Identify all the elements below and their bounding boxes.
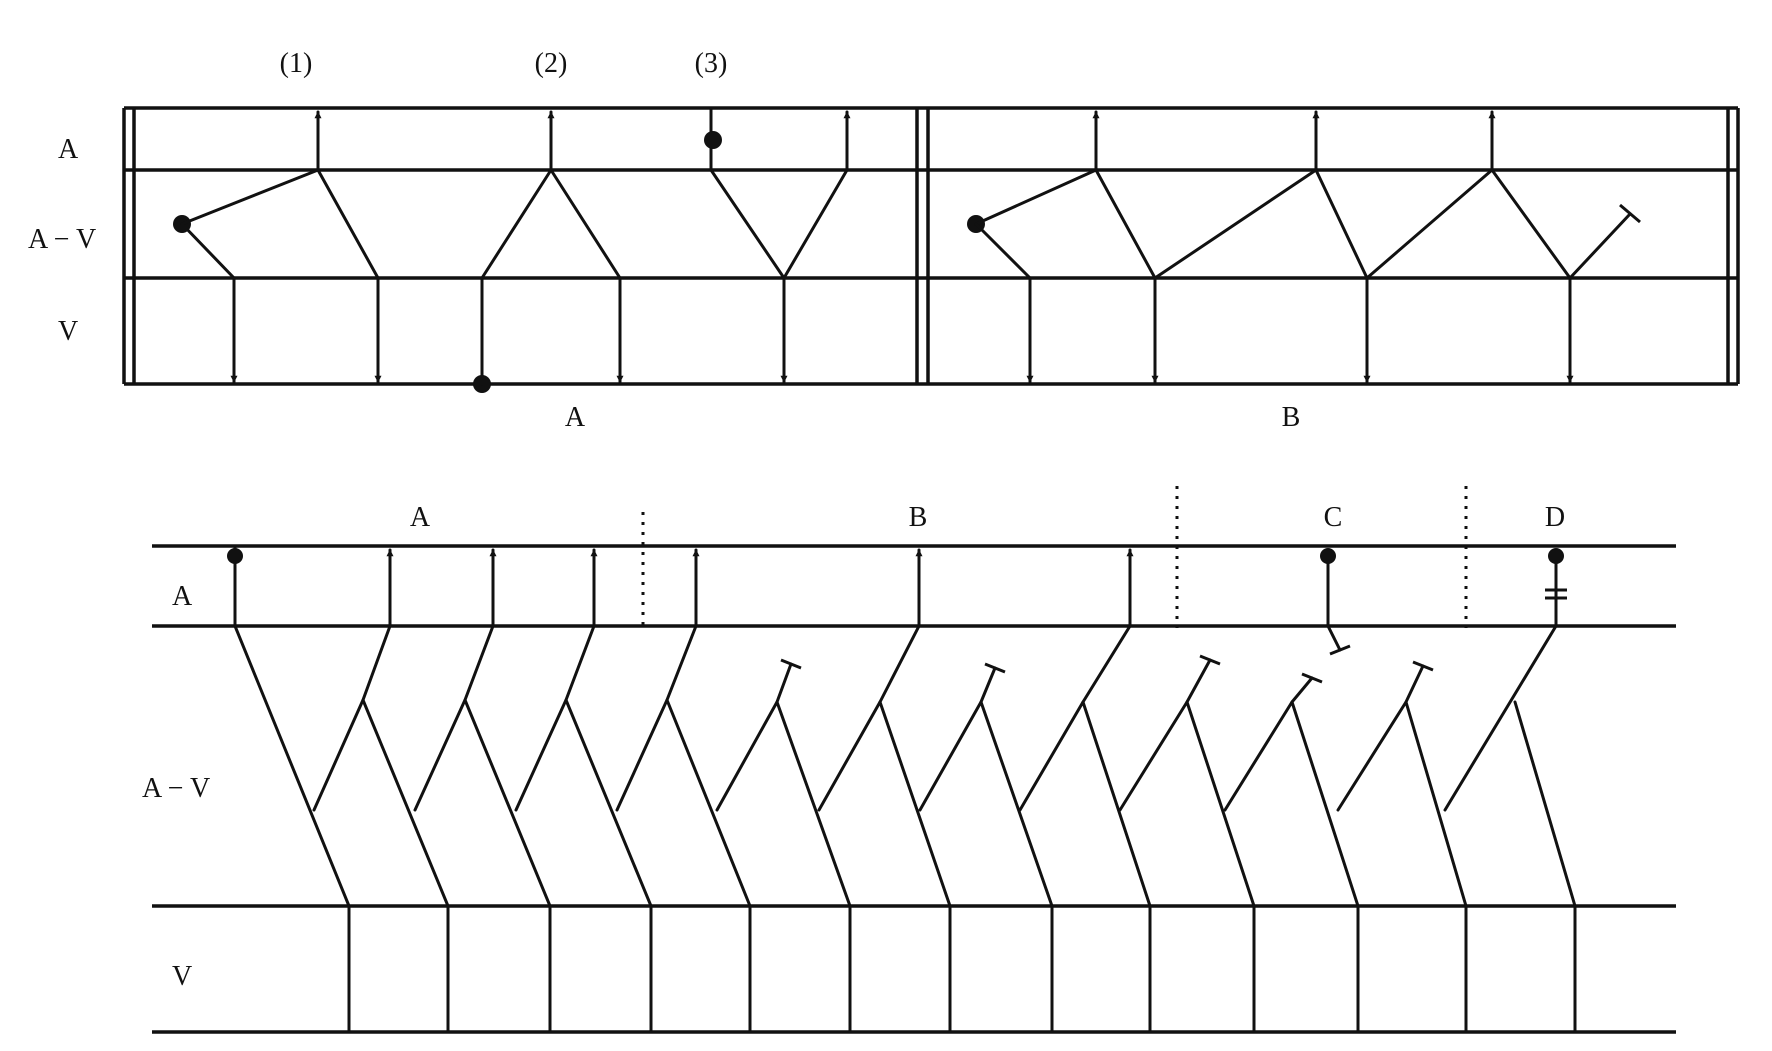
top-beat-label-3: (3) bbox=[695, 48, 728, 79]
segment-dividers bbox=[641, 486, 1468, 628]
ectopic-origin-dot bbox=[1548, 548, 1564, 564]
ectopic-origin-dot bbox=[1320, 548, 1336, 564]
top-row-label-atrium: A bbox=[58, 134, 79, 165]
segment-b-conduction bbox=[715, 548, 1152, 908]
segment-label-a: A bbox=[410, 502, 431, 533]
top-ladder-diagram: A A − V V (1) (2) (3) A B bbox=[28, 48, 1740, 433]
top-row-label-ventricle: V bbox=[58, 316, 78, 347]
top-ladder-grid bbox=[122, 106, 1740, 386]
conduction-block-mark bbox=[1412, 660, 1434, 672]
conduction-block-mark bbox=[1301, 672, 1323, 684]
bottom-row-label-atrium: A bbox=[172, 581, 193, 612]
segment-c-conduction bbox=[1118, 548, 1468, 908]
segment-d-conduction bbox=[1443, 548, 1577, 908]
segment-label-b: B bbox=[909, 502, 928, 533]
top-panel-a-beat-2 bbox=[473, 110, 624, 393]
ectopic-origin-dot bbox=[704, 131, 722, 149]
top-panel-label-a: A bbox=[565, 402, 586, 433]
bottom-row-label-ventricle: V bbox=[172, 961, 192, 992]
conduction-block-mark bbox=[1619, 203, 1641, 224]
top-beat-label-1: (1) bbox=[280, 48, 313, 79]
bottom-row-label-av-junction: A − V bbox=[142, 773, 210, 804]
segment-a-conduction bbox=[227, 544, 752, 908]
ventricular-activations bbox=[347, 904, 1577, 1034]
conduction-block-mark bbox=[1329, 644, 1351, 656]
ectopic-origin-dot bbox=[227, 548, 243, 564]
top-row-label-av-junction: A − V bbox=[28, 224, 96, 255]
top-panel-b-echo-sequence bbox=[967, 110, 1641, 384]
conduction-block-mark bbox=[780, 658, 802, 670]
conduction-block-mark bbox=[1199, 654, 1221, 666]
segment-label-c: C bbox=[1324, 502, 1343, 533]
top-panel-label-b: B bbox=[1282, 402, 1301, 433]
bottom-ladder-grid bbox=[152, 544, 1676, 1034]
top-panel-a-beat-1 bbox=[173, 110, 382, 384]
top-beat-label-2: (2) bbox=[535, 48, 568, 79]
bottom-ladder-diagram: A A − V V A B C D bbox=[142, 486, 1676, 1034]
conduction-block-mark bbox=[984, 662, 1006, 674]
segment-label-d: D bbox=[1545, 502, 1565, 533]
top-panel-a-beat-3 bbox=[704, 106, 851, 384]
